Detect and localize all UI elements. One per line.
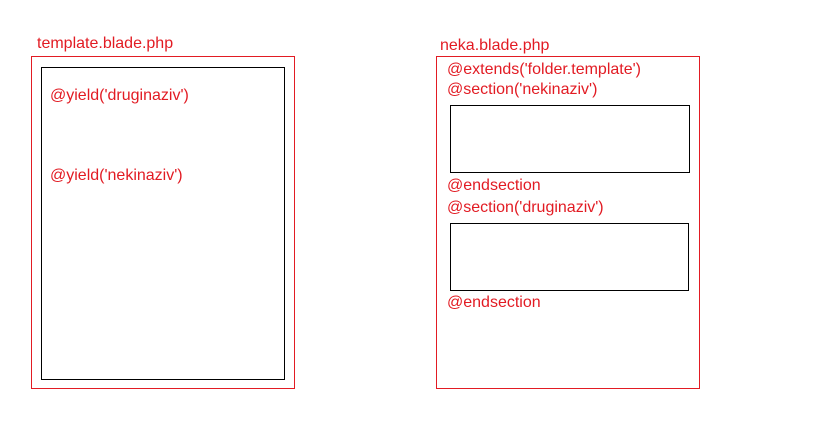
yield-druginaziv: @yield('druginaziv') — [50, 87, 189, 104]
right-file-outer-box — [436, 56, 700, 389]
section-nekinaziv-close: @endsection — [447, 177, 541, 194]
right-file-title: neka.blade.php — [440, 37, 550, 54]
section-nekinaziv-content-box — [450, 105, 690, 173]
section-nekinaziv-open: @section('nekinaziv') — [447, 81, 598, 98]
extends-directive: @extends('folder.template') — [447, 61, 641, 78]
section-druginaziv-open: @section('druginaziv') — [447, 199, 604, 216]
section-druginaziv-content-box — [450, 223, 689, 291]
left-file-outer-box — [31, 56, 295, 389]
left-file-title: template.blade.php — [37, 35, 174, 52]
section-druginaziv-close: @endsection — [447, 294, 541, 311]
yield-nekinaziv: @yield('nekinaziv') — [50, 167, 183, 184]
left-file-inner-box — [41, 67, 285, 380]
